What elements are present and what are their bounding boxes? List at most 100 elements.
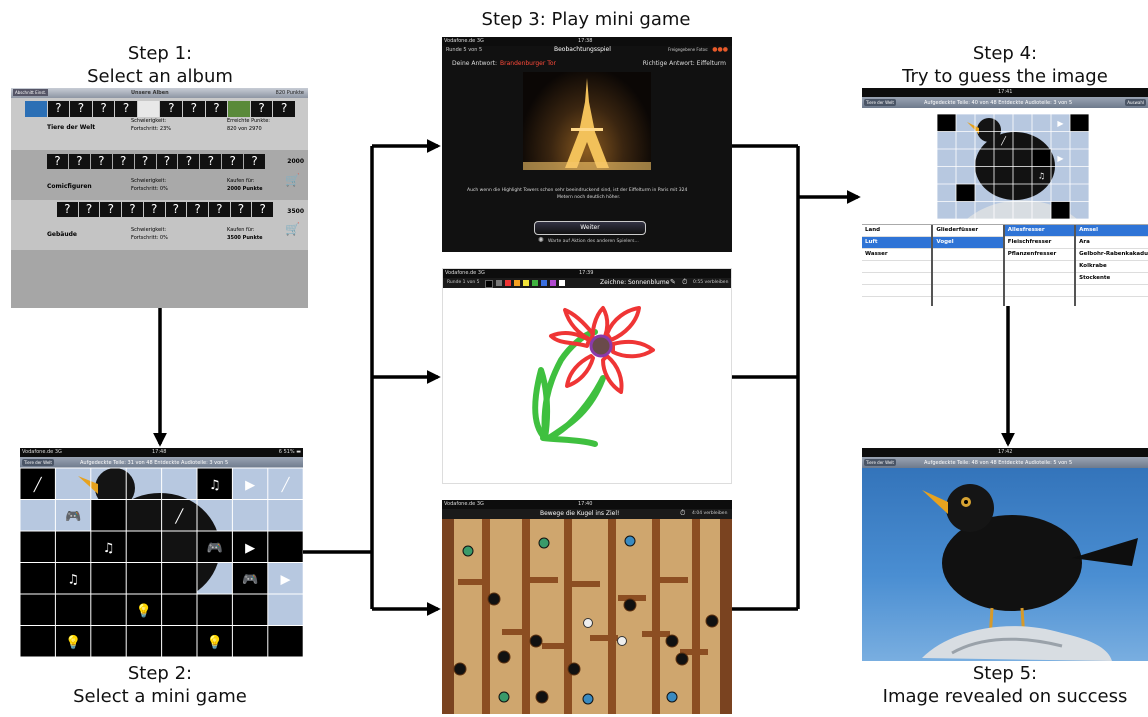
tile-icon: 🎮 (207, 541, 223, 556)
maze-hole (705, 614, 719, 628)
brush-icon[interactable]: ✎ (670, 278, 676, 286)
step2-title: Step 2: (127, 663, 193, 684)
tile-icon: ♫ (1038, 171, 1045, 180)
select-button[interactable]: Auswahl (1125, 99, 1146, 106)
album-row-tiere[interactable]: ? ? ? ? ? ? ? ? ? Tiere der Welt Schwier… (11, 98, 308, 150)
category-option[interactable]: Vogel (933, 237, 1003, 249)
maze-rail (608, 519, 616, 714)
clock: 17:38 (578, 38, 593, 44)
thumb-locked: ? (160, 101, 183, 117)
eiffel-tower-icon (523, 78, 651, 170)
tile-icon: 💡 (136, 603, 152, 619)
album-edit-button[interactable]: Abschnitt Einst. (13, 89, 49, 96)
album-row-comic[interactable]: ?????????? 2000 🛒 Comicfiguren Schwierig… (11, 150, 308, 200)
album-thumbnails-comic: ?????????? (47, 154, 266, 169)
category-empty-row (1076, 285, 1148, 297)
bird-beak (967, 122, 979, 134)
maze-hole (487, 592, 501, 606)
clock: 17:40 (578, 501, 593, 507)
tile-icon: ╱ (1000, 135, 1007, 145)
category-option[interactable]: Ara (1076, 237, 1148, 249)
category-option[interactable]: Kolkrabe (1076, 261, 1148, 273)
maze-rail (652, 519, 660, 714)
back-button[interactable]: Tiere der Welt (22, 459, 54, 466)
maze-rail (564, 519, 572, 714)
tile-icon: ♫ (209, 478, 221, 493)
cart-icon[interactable]: 🛒 (285, 173, 300, 187)
category-option[interactable]: Land (862, 225, 932, 237)
covered-tile (197, 531, 233, 563)
maze-bar (590, 635, 618, 641)
covered-tile (55, 594, 91, 626)
clock: 17:41 (998, 89, 1013, 95)
clock: 17:48 (152, 449, 167, 455)
thumb-revealed (137, 101, 160, 117)
maze-target (624, 535, 636, 547)
covered-tile (1070, 114, 1089, 132)
cart-icon[interactable]: 🛒 (285, 222, 300, 236)
thumb-revealed (228, 101, 250, 117)
bird-beak (78, 476, 98, 494)
album-price: 3500 (287, 208, 304, 215)
category-empty-row (933, 285, 1003, 297)
timer: 4:04 verbleiben (692, 511, 728, 516)
category-option[interactable]: Gelbohr-Rabenkakadu (1076, 249, 1148, 261)
covered-tile (232, 594, 268, 626)
covered-tile (197, 625, 233, 657)
category-option[interactable]: Amsel (1076, 225, 1148, 237)
covered-tile (126, 562, 162, 594)
step4-caption: Step 4: Try to guess the image (862, 42, 1148, 88)
drawing-toolbar: Runde 1 von 5 Zeichne: Sonnenblume ✎ ⏱ 0… (443, 278, 731, 288)
tile-icon: ▶ (245, 478, 255, 493)
maze-bar (458, 579, 486, 585)
marble (583, 618, 593, 628)
category-option[interactable]: Allesfresser (1004, 225, 1075, 237)
category-option[interactable]: Wasser (862, 249, 932, 261)
category-option[interactable]: Fleischfresser (1004, 237, 1075, 249)
category-empty-row (1004, 261, 1075, 273)
tile-icon: ♫ (67, 572, 79, 587)
maze-bar (502, 629, 530, 635)
thumb-locked: ? (47, 101, 70, 117)
category-empty-row (862, 285, 932, 297)
category-option[interactable]: Pflanzenfresser (1004, 249, 1075, 261)
category-option[interactable]: Luft (862, 237, 932, 249)
game1-observation-screenshot: Vodafone.de 3G 17:38 Runde 5 von 5 Beoba… (442, 37, 732, 252)
category-option[interactable]: Stockente (1076, 273, 1148, 285)
step4-subtitle: Try to guess the image (902, 66, 1108, 87)
covered-tile (90, 499, 127, 531)
correct-answer: Richtige Antwort: Eiffelturm (642, 60, 726, 67)
maze-bar (680, 649, 708, 655)
album-name: Gebäude (47, 231, 77, 238)
album-header-title: Unsere Alben (131, 90, 169, 96)
covered-tile (90, 594, 127, 626)
back-button[interactable]: Tiere der Welt (864, 459, 896, 466)
continue-button[interactable]: Weiter (534, 221, 646, 235)
tile-icon: ▶ (281, 572, 291, 587)
waiting-text: Warte auf Aktion des anderen Spielers... (548, 239, 639, 244)
nav-header: Aufgedeckte Teile: 31 von 48 Entdeckte A… (80, 460, 229, 466)
covered-tile (1051, 201, 1070, 219)
category-option[interactable]: Gliederfüsser (933, 225, 1003, 237)
back-button[interactable]: Tiere der Welt (864, 99, 896, 106)
maze-board[interactable] (442, 519, 732, 714)
covered-tile (232, 531, 268, 563)
step2-caption: Step 2: Select a mini game (20, 662, 300, 708)
thumb-locked: ? (70, 101, 92, 117)
thumb-locked: ? (183, 101, 205, 117)
thumb-locked: ? (205, 101, 228, 117)
spinner-icon: ✺ (538, 236, 544, 244)
round-label: Runde 5 von 5 (446, 47, 483, 53)
step2-subtitle: Select a mini game (73, 686, 247, 707)
maze-target (462, 545, 474, 557)
covered-tile (90, 562, 127, 594)
covered-tile (232, 562, 268, 594)
clock: 17:42 (998, 449, 1013, 455)
covered-tile (55, 562, 91, 594)
album-row-gebaeude[interactable]: ?????????? 3500 🛒 Gebäude Schwierigkeit:… (11, 200, 308, 250)
your-answer-label: Deine Antwort: (452, 60, 498, 67)
step4-guess-screenshot: 17:41 Tiere der Welt Aufgedeckte Teile: … (862, 88, 1148, 306)
color-palette[interactable] (485, 280, 565, 288)
album-difficulty: Schwierigkeit: (131, 118, 167, 124)
